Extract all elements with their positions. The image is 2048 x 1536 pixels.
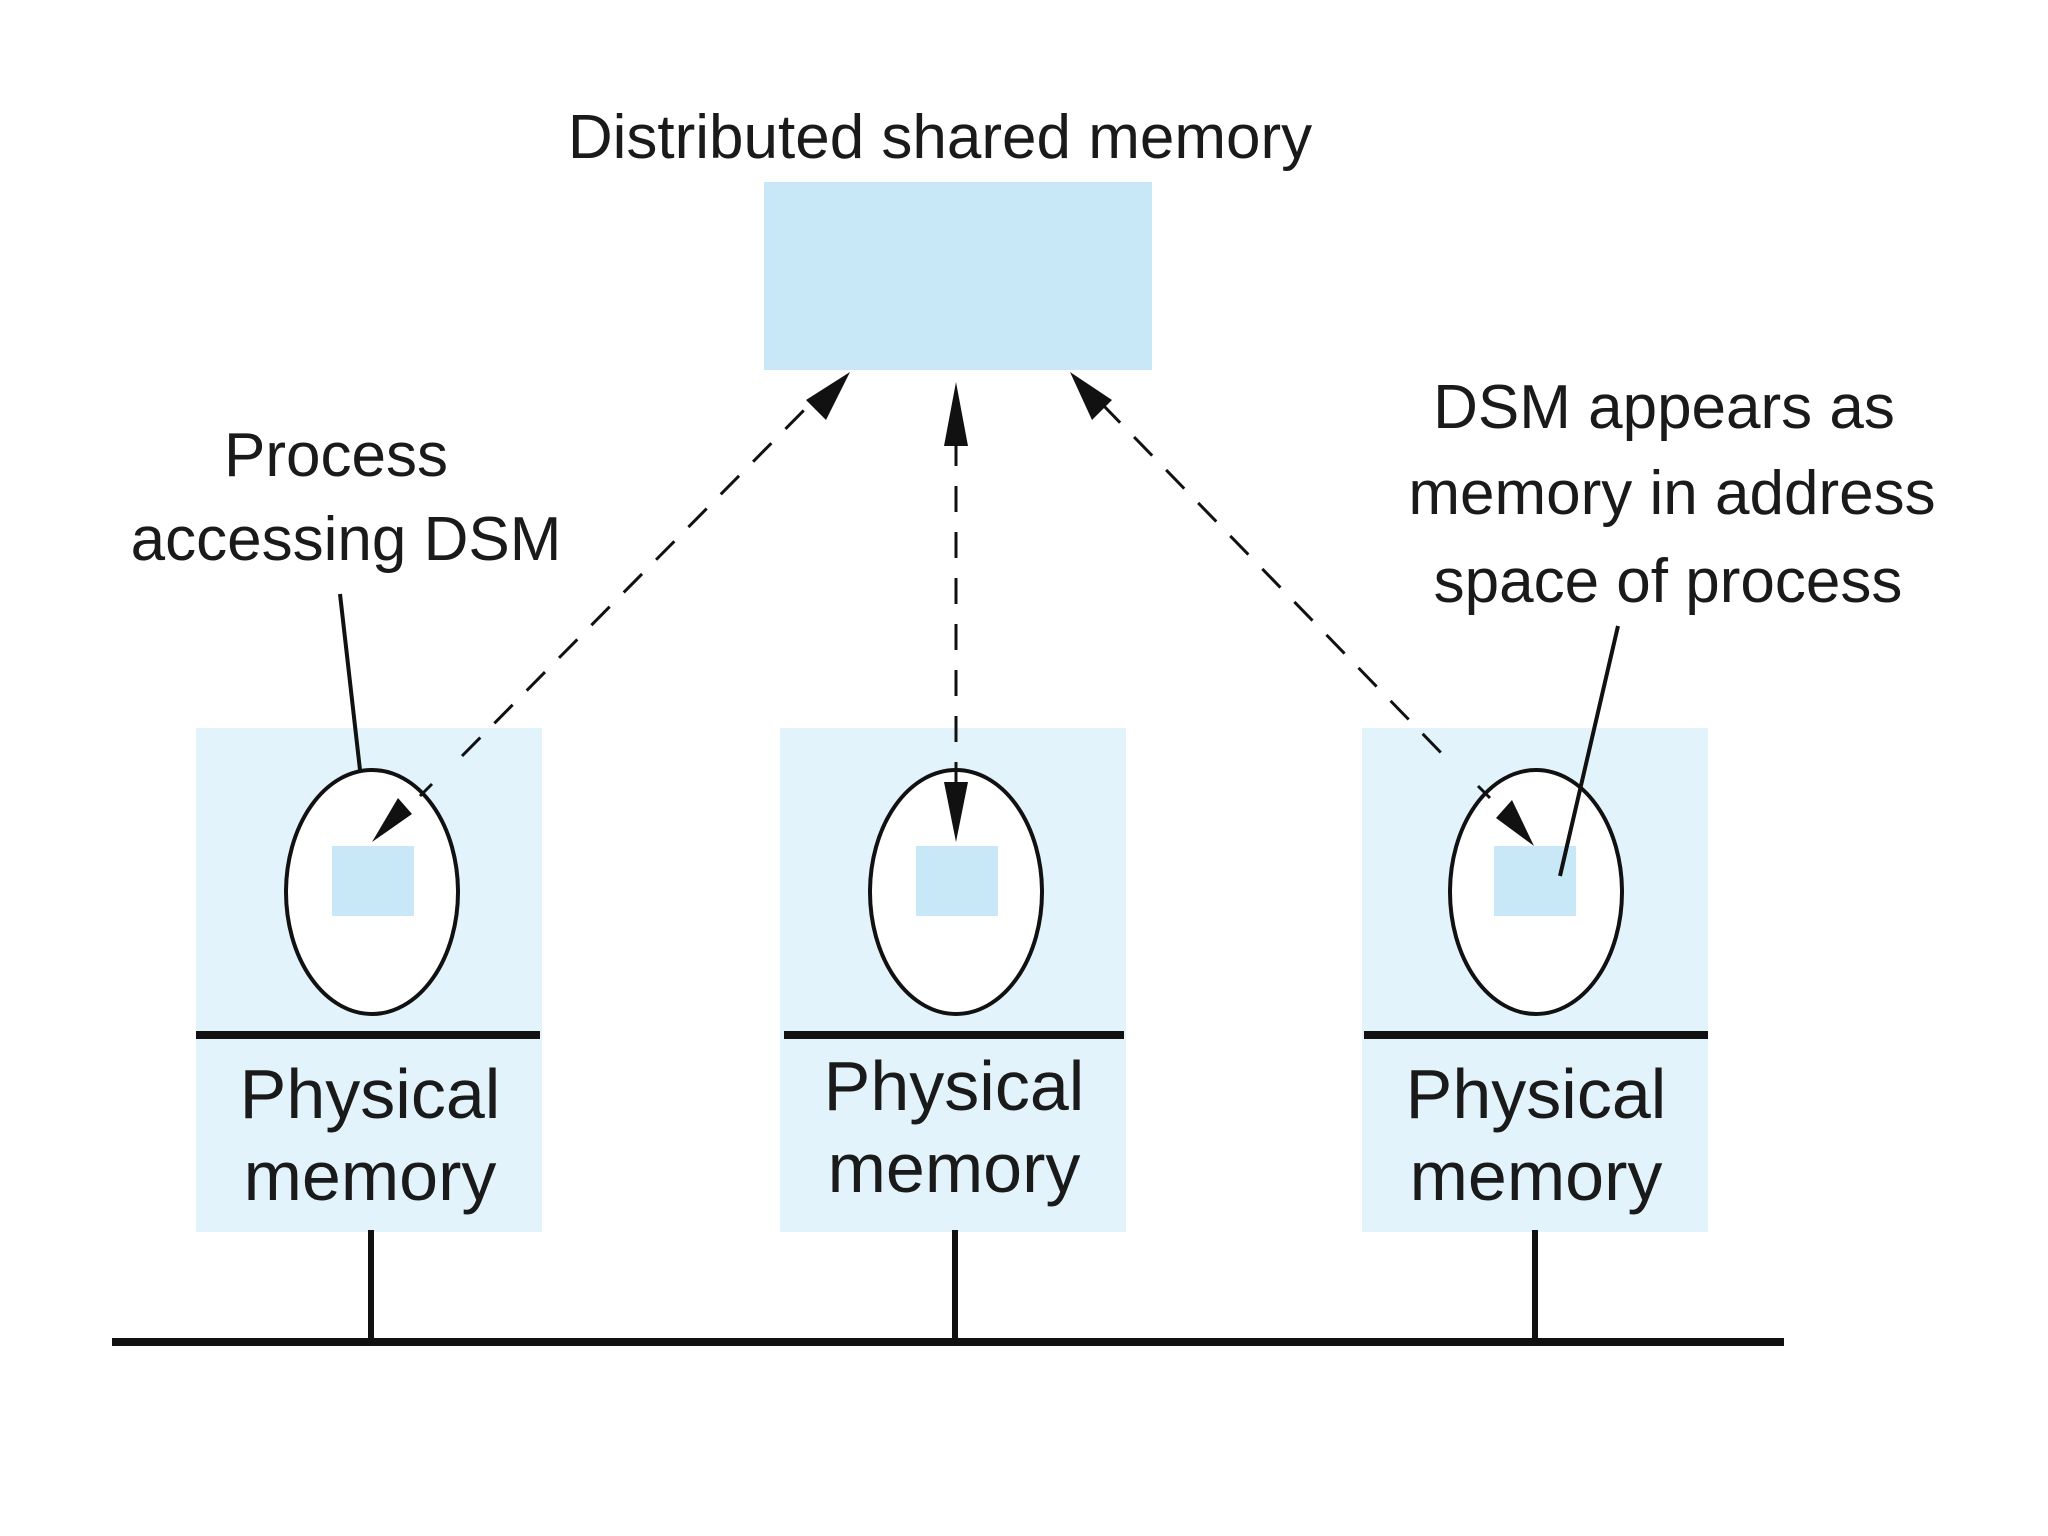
node-1: Physical memory (196, 728, 542, 1232)
node-3: Physical memory (1362, 728, 1708, 1232)
node-1-mapped-region (332, 846, 414, 916)
node-1-label-line-1: Physical (240, 1055, 501, 1133)
callout-left-line-2: accessing DSM (131, 505, 562, 574)
node-3-arrowhead-down (1496, 800, 1534, 846)
callout-right-line-3: space of process (1434, 547, 1903, 616)
callout-left-leader (338, 593, 362, 771)
node-1-arrowhead-up (806, 372, 850, 420)
node-3-tail-segment (1476, 784, 1492, 800)
node-1-label-line-2: memory (244, 1137, 497, 1215)
callout-right-line-2: memory in address (1408, 459, 1935, 528)
node-3-arrowhead-up (1070, 372, 1112, 420)
node-2-label-line-1: Physical (824, 1047, 1085, 1125)
node-2-arrowhead-up (944, 382, 968, 446)
node-1-mapping-line (460, 392, 822, 758)
callout-right-leader (1558, 625, 1620, 877)
shared-memory-block (764, 182, 1152, 370)
node-1-tail-segment (418, 782, 434, 798)
node-2-arrowhead-down (944, 782, 968, 842)
node-1-arrowhead-down (372, 798, 412, 842)
diagram-title: Distributed shared memory (568, 103, 1312, 172)
callout-right-line-1: DSM appears as (1433, 373, 1895, 442)
callout-left-line-1: Process (224, 421, 448, 490)
node-3-label-line-2: memory (1410, 1137, 1663, 1215)
node-3-mapping-line (1100, 402, 1452, 764)
node-3-label-line-1: Physical (1406, 1055, 1667, 1133)
node-2-label-line-2: memory (828, 1129, 1081, 1207)
node-2-mapped-region (916, 846, 998, 916)
